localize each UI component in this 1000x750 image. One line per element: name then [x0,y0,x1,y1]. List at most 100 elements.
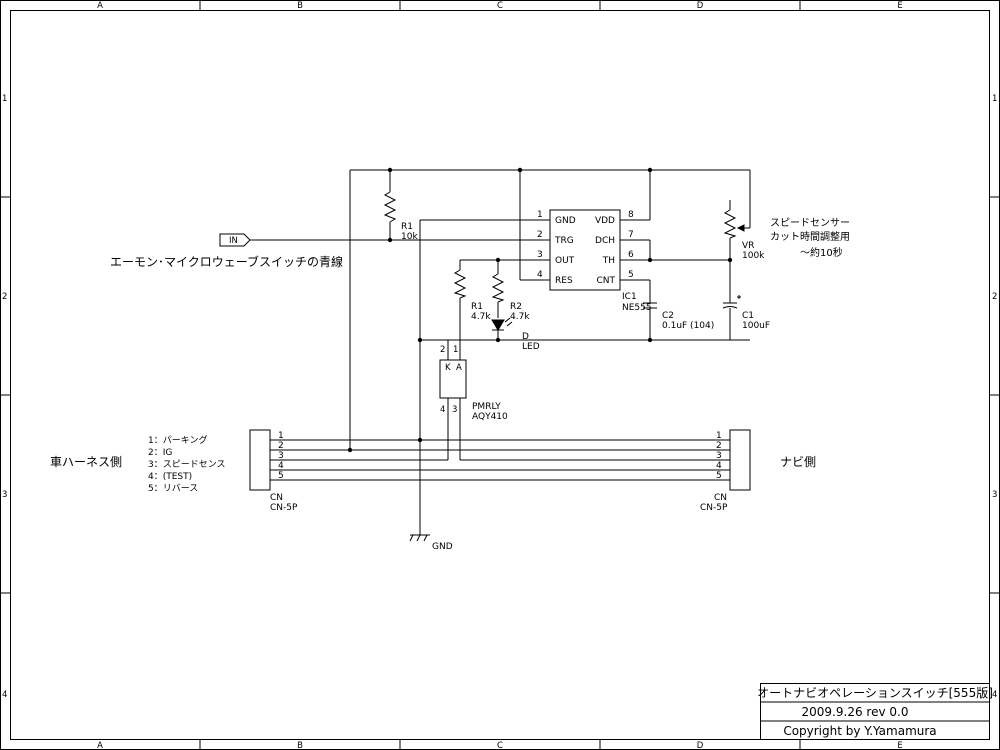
connector-pin-num: 3 [278,451,284,461]
wires [250,169,751,535]
r1-mid-value: 4.7k [471,312,491,322]
pin-legend-item: 3：スピードセンス [148,459,226,470]
capacitor-c1: C1 100uF [722,295,770,331]
input-tag-label: IN [229,236,238,246]
capacitor-c2: C2 0.1uF (104) [643,302,714,331]
led-part: LED [522,342,540,352]
title-text: オートナビオペレーションスイッチ[555版] [757,686,993,700]
relay-pin-num: 1 [453,345,458,355]
connector-ref: CN [270,493,283,503]
ic-pin-name: RES [555,276,573,286]
col-label: B [297,741,303,750]
pin-legend-item: 4：(TEST) [148,472,192,482]
relay-part: AQY410 [472,412,508,422]
row-label: 2 [992,292,997,302]
connector-part: CN-5P [270,503,298,513]
connector-pin-num: 5 [278,471,284,481]
row-label: 3 [992,490,997,500]
connector-pin-num: 5 [716,471,722,481]
ic-pin-name: CNT [596,276,615,286]
frame-row-labels: 1 2 3 4 1 2 3 4 [2,94,997,700]
ic-pin-num: 1 [537,210,543,220]
c1-ref: C1 [742,311,754,321]
relay-pin-label: K [445,363,451,373]
col-label: E [897,1,902,11]
variable-resistor-vr: VR 100k スピードセンサー カット時間調整用 ～約10秒 [723,209,850,261]
copyright-text: Copyright by Y.Yamamura [783,724,936,738]
resistor-r1-top: R1 10k [383,191,418,242]
ground-symbol: GND [409,534,453,552]
photomos-relay: 2 1 K A 4 3 PMRLY AQY410 [439,345,508,422]
right-side-label: ナビ側 [780,455,816,469]
junction-dots [347,167,733,453]
connector-ref: CN [714,493,727,503]
led-ref: D [522,332,529,342]
input-description: エーモン･マイクロウェーブスイッチの青線 [110,254,343,269]
row-label: 4 [992,690,997,700]
ic-pin-name: OUT [555,256,575,266]
date-revision: 2009.9.26 rev 0.0 [802,705,909,719]
row-label: 4 [2,690,7,700]
col-label: B [297,1,303,11]
ic-pin-num: 3 [537,250,543,260]
ic-ref: IC1 [622,292,637,302]
ic-pin-num: 5 [628,270,634,280]
input-port: IN [219,233,251,247]
connector-pin-num: 1 [716,431,722,441]
connector-pin-num: 1 [278,431,284,441]
r1-mid-ref: R1 [471,302,483,312]
ic-pin-name: TRG [554,236,574,246]
ic-part: NE555 [622,303,652,313]
relay-ref: PMRLY [472,402,501,412]
col-label: E [897,741,902,750]
vr-value: 100k [742,251,765,261]
connector-pin-num: 3 [716,451,722,461]
ic-ne555: 1 2 3 4 GND TRG OUT RES VDD DCH TH CNT 8… [530,209,652,313]
relay-pin-num: 2 [440,345,445,355]
connector-pin-num: 2 [716,441,722,451]
r2-value: 4.7k [510,312,530,322]
ic-pin-name: GND [555,216,576,226]
col-label: D [697,1,704,11]
vr-note-line: ～約10秒 [800,246,843,259]
row-label: 2 [2,292,7,302]
col-label: C [497,1,503,11]
gnd-label: GND [432,542,453,552]
ic-pin-name: VDD [595,216,615,226]
vr-note-line: カット時間調整用 [770,230,850,243]
connector-pin-num: 4 [278,461,284,471]
title-block: オートナビオペレーションスイッチ[555版] 2009.9.26 rev 0.0… [757,683,993,740]
col-label: A [97,1,103,11]
pin-legend-item: 2：IG [148,448,172,458]
row-label: 1 [992,94,997,104]
pin-legend: 1：パーキング 2：IG 3：スピードセンス 4：(TEST) 5：リバース [148,434,226,494]
led: D LED [491,317,540,352]
r1-top-value: 10k [401,232,418,242]
relay-pin-num: 4 [440,405,445,415]
pin-legend-item: 5：リバース [148,483,198,494]
ic-pin-num: 2 [537,230,543,240]
ic-pin-name: TH [602,256,615,266]
connector-pin-num: 4 [716,461,722,471]
left-side-label: 車ハーネス側 [50,455,122,469]
c1-value: 100uF [742,321,770,331]
ic-pin-num: 8 [628,210,634,220]
row-label: 1 [2,94,7,104]
connector-left: 1 2 3 4 5 CN CN-5P [249,429,298,513]
r2-ref: R2 [510,302,522,312]
resistor-r1-mid: R1 4.7k [453,269,491,322]
row-label: 3 [2,490,7,500]
c2-value: 0.1uF (104) [662,321,714,331]
connector-right: 1 2 3 4 5 CN CN-5P [700,429,751,513]
connector-part: CN-5P [700,503,728,513]
r1-top-ref: R1 [401,222,413,232]
ic-pin-num: 6 [628,250,634,260]
col-label: C [497,741,503,750]
relay-pin-num: 3 [452,405,457,415]
pin-legend-item: 1：パーキング [148,434,207,446]
ic-pin-num: 7 [628,230,634,240]
resistor-r2: R2 4.7k [491,273,530,322]
c2-ref: C2 [662,311,674,321]
